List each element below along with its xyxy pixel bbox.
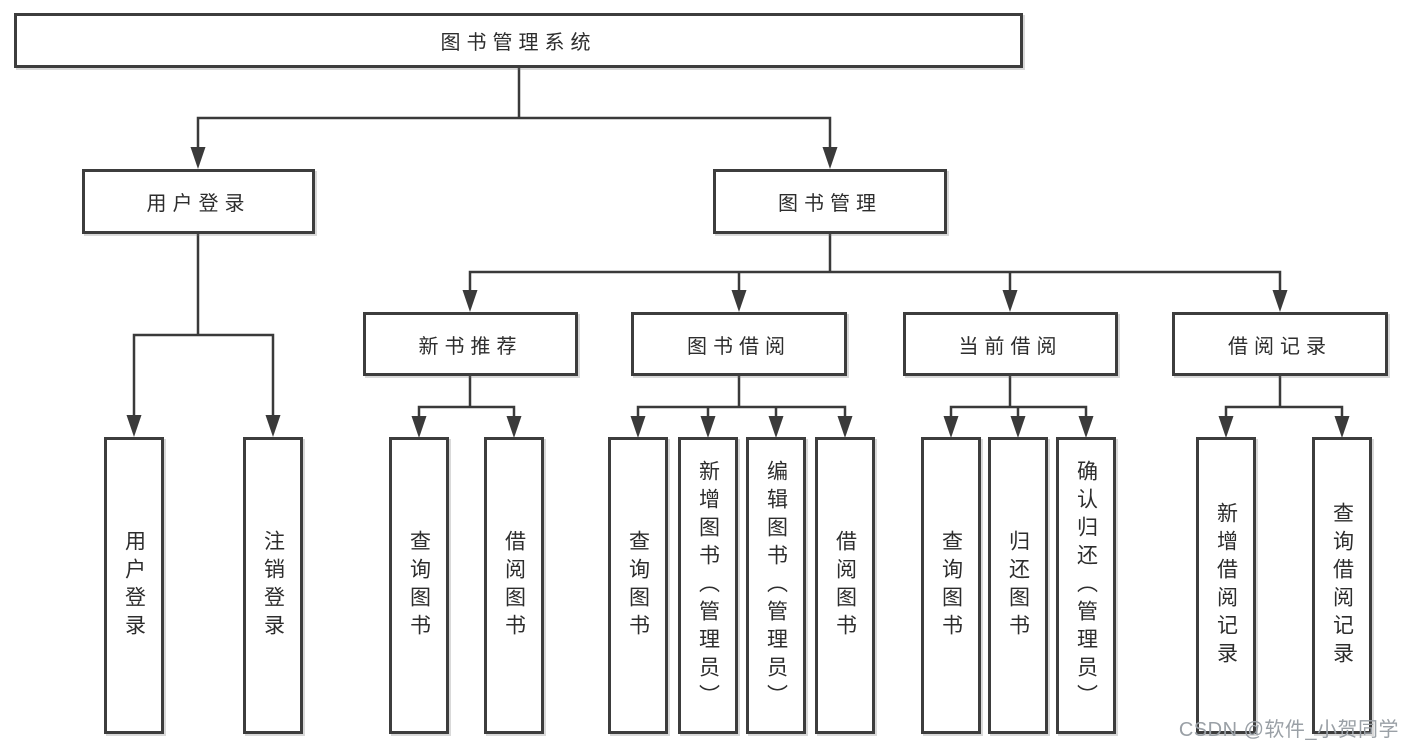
node-current-query-books-label: 查询图书 xyxy=(939,529,963,642)
arrow-icon xyxy=(731,290,747,312)
node-borrow-records: 借阅记录 xyxy=(1172,312,1388,376)
arrow-icon xyxy=(126,415,142,437)
node-add-book-admin: 新增图书（管理员） xyxy=(678,437,738,734)
arrow-icon xyxy=(411,416,427,438)
node-book-management-label: 图书管理 xyxy=(778,193,882,215)
node-confirm-return-admin: 确认归还（管理员） xyxy=(1056,437,1116,734)
node-book-borrow: 图书借阅 xyxy=(631,312,847,376)
node-newbook-query-books-label: 查询图书 xyxy=(407,529,431,642)
node-logout-action-label: 注销登录 xyxy=(261,529,285,642)
arrow-icon xyxy=(1334,416,1350,438)
arrow-icon xyxy=(822,147,838,169)
node-newbook-borrow-books-label: 借阅图书 xyxy=(502,529,526,642)
arrow-icon xyxy=(1002,290,1018,312)
arrow-icon xyxy=(506,416,522,438)
arrow-icon xyxy=(1218,416,1234,438)
node-new-book-recommend: 新书推荐 xyxy=(363,312,578,376)
node-login-action: 用户登录 xyxy=(104,437,164,734)
node-borrow-records-label: 借阅记录 xyxy=(1228,335,1332,358)
node-user-login: 用户登录 xyxy=(82,169,315,234)
tree-edges xyxy=(132,66,1344,420)
node-book-management: 图书管理 xyxy=(713,169,947,234)
arrow-icon xyxy=(837,416,853,438)
node-current-query-books: 查询图书 xyxy=(921,437,981,734)
node-logout-action: 注销登录 xyxy=(243,437,303,734)
node-current-borrow-label: 当前借阅 xyxy=(958,335,1063,358)
node-query-borrow-record-label: 查询借阅记录 xyxy=(1330,501,1354,670)
node-edit-book-admin: 编辑图书（管理员） xyxy=(746,437,806,734)
arrow-icon xyxy=(462,290,478,312)
node-new-book-recommend-label: 新书推荐 xyxy=(418,335,523,358)
node-login-action-label: 用户登录 xyxy=(122,529,146,642)
node-borrow-book-action-label: 借阅图书 xyxy=(833,529,857,642)
node-return-book-label: 归还图书 xyxy=(1006,529,1030,642)
node-edit-book-admin-label: 编辑图书（管理员） xyxy=(764,459,788,712)
node-current-borrow: 当前借阅 xyxy=(903,312,1118,376)
node-add-borrow-record-label: 新增借阅记录 xyxy=(1214,501,1238,670)
node-borrow-book-action: 借阅图书 xyxy=(815,437,875,734)
node-return-book: 归还图书 xyxy=(988,437,1048,734)
node-borrow-query-books-label: 查询图书 xyxy=(626,529,650,642)
arrow-icon xyxy=(700,416,716,438)
arrow-icon xyxy=(630,416,646,438)
arrowhead-icons xyxy=(126,147,1350,438)
arrow-icon xyxy=(1078,416,1094,438)
arrow-icon xyxy=(1272,290,1288,312)
arrow-icon xyxy=(265,415,281,437)
node-query-borrow-record: 查询借阅记录 xyxy=(1312,437,1372,734)
node-add-book-admin-label: 新增图书（管理员） xyxy=(696,459,720,712)
node-newbook-query-books: 查询图书 xyxy=(389,437,449,734)
watermark: CSDN @软件_小贺同学 xyxy=(1178,719,1399,741)
arrow-icon xyxy=(190,147,206,169)
node-borrow-query-books: 查询图书 xyxy=(608,437,668,734)
arrow-icon xyxy=(943,416,959,438)
node-root-label: 图书管理系统 xyxy=(440,32,597,54)
node-newbook-borrow-books: 借阅图书 xyxy=(484,437,544,734)
node-book-borrow-label: 图书借阅 xyxy=(687,335,791,358)
node-root: 图书管理系统 xyxy=(14,13,1023,68)
node-user-login-label: 用户登录 xyxy=(146,193,251,215)
node-confirm-return-admin-label: 确认归还（管理员） xyxy=(1074,459,1098,712)
arrow-icon xyxy=(768,416,784,438)
node-add-borrow-record: 新增借阅记录 xyxy=(1196,437,1256,734)
arrow-icon xyxy=(1010,416,1026,438)
